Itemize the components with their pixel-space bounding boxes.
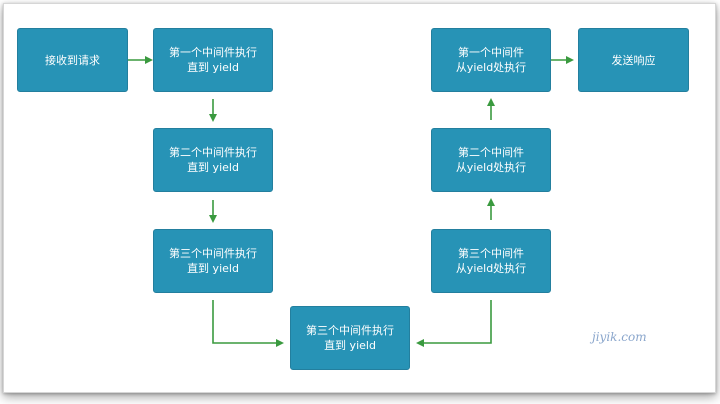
node-mw2-until-yield: 第二个中间件执行 直到 yield — [153, 128, 273, 192]
node-send-response-label: 发送响应 — [611, 53, 656, 67]
watermark-text: jiyik.com — [592, 330, 647, 344]
node-mw3-until-yield-left: 第三个中间件执行 直到 yield — [153, 229, 273, 293]
node-mw3-until-yield-bottom: 第三个中间件执行 直到 yield — [290, 306, 410, 370]
node-mw3-until-yield-bottom-label: 第三个中间件执行 直到 yield — [306, 324, 394, 352]
node-mw2-from-yield-label: 第二个中间件 从yield处执行 — [455, 146, 527, 174]
node-mw3-from-yield: 第三个中间件 从yield处执行 — [431, 229, 551, 293]
node-mw3-from-yield-label: 第三个中间件 从yield处执行 — [455, 247, 527, 275]
node-mw3-until-yield-left-label: 第三个中间件执行 直到 yield — [169, 247, 257, 275]
node-mw1-until-yield: 第一个中间件执行 直到 yield — [153, 28, 273, 92]
node-mw1-from-yield: 第一个中间件 从yield处执行 — [431, 28, 551, 92]
node-mw2-from-yield: 第二个中间件 从yield处执行 — [431, 128, 551, 192]
node-receive-request: 接收到请求 — [17, 28, 128, 92]
node-mw2-until-yield-label: 第二个中间件执行 直到 yield — [169, 146, 257, 174]
node-mw1-until-yield-label: 第一个中间件执行 直到 yield — [169, 46, 257, 74]
node-mw1-from-yield-label: 第一个中间件 从yield处执行 — [455, 46, 527, 74]
node-receive-request-label: 接收到请求 — [45, 53, 100, 67]
node-send-response: 发送响应 — [578, 28, 689, 92]
